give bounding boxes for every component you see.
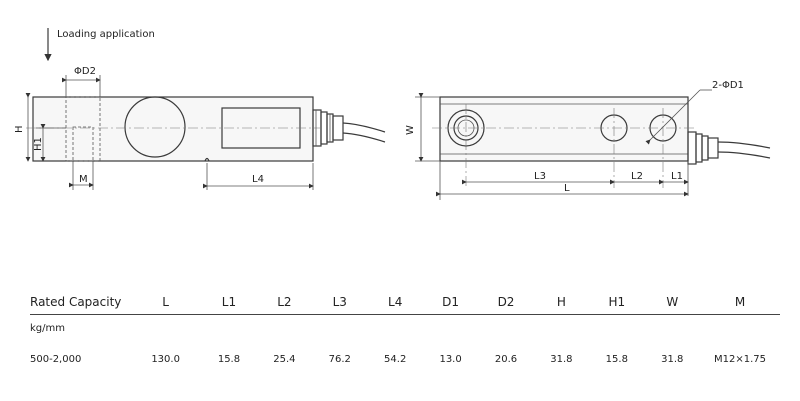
dim-label-l: L bbox=[564, 183, 570, 194]
spec-table-header: Rated Capacity L L1 L2 L3 L4 D1 D2 H H1 … bbox=[30, 290, 780, 315]
header-d2: D2 bbox=[478, 290, 534, 315]
unit-row: kg/mm bbox=[30, 315, 780, 342]
cell-l2: 25.4 bbox=[273, 353, 296, 365]
dim-label-l1: L1 bbox=[671, 171, 683, 182]
cable bbox=[342, 122, 386, 133]
header-h: H bbox=[533, 290, 590, 315]
cell-d1: 13.0 bbox=[439, 353, 462, 365]
cell-capacity: 500-2,000 bbox=[30, 353, 82, 365]
dim-label-l4: L4 bbox=[252, 174, 264, 185]
cell-m: M12×1.75 bbox=[714, 353, 766, 365]
cell-l: 130.0 bbox=[151, 353, 180, 365]
dim-label-2d1: 2-ΦD1 bbox=[712, 80, 744, 91]
header-l2: L2 bbox=[256, 290, 313, 315]
top-view bbox=[415, 89, 771, 200]
dim-label-h1: H1 bbox=[33, 137, 44, 151]
table-row: 500-2,000 130.0 15.8 25.4 76.2 54.2 13.0… bbox=[30, 341, 780, 377]
header-l4: L4 bbox=[367, 290, 423, 315]
cable-top bbox=[717, 141, 771, 149]
dim-label-w: W bbox=[405, 125, 416, 135]
dim-label-l2: L2 bbox=[631, 171, 643, 182]
header-l3: L3 bbox=[312, 290, 368, 315]
body-notch bbox=[204, 157, 210, 162]
threaded-hole bbox=[65, 96, 101, 162]
cell-h1: 15.8 bbox=[605, 353, 628, 365]
spec-table: Rated Capacity L L1 L2 L3 L4 D1 D2 H H1 … bbox=[30, 290, 780, 377]
header-w: W bbox=[644, 290, 700, 315]
loading-application-label: Loading application bbox=[57, 29, 155, 40]
cell-l3: 76.2 bbox=[328, 353, 351, 365]
cell-d2: 20.6 bbox=[494, 353, 518, 365]
cell-l1: 15.8 bbox=[217, 353, 241, 365]
header-l1: L1 bbox=[201, 290, 257, 315]
strain-pocket-circle bbox=[124, 96, 186, 158]
cell-l4: 54.2 bbox=[384, 353, 407, 365]
dim-label-m: M bbox=[79, 174, 88, 185]
dim-label-l3: L3 bbox=[534, 171, 546, 182]
header-d1: D1 bbox=[422, 290, 479, 315]
cable-gland bbox=[312, 109, 344, 147]
cell-w: 31.8 bbox=[661, 353, 684, 365]
technical-drawing: Loading application bbox=[14, 28, 771, 200]
header-m: M bbox=[700, 290, 780, 315]
cell-h: 31.8 bbox=[550, 353, 573, 365]
header-l: L bbox=[130, 290, 202, 315]
unit-label: kg/mm bbox=[30, 322, 65, 334]
dim-label-h: H bbox=[14, 125, 25, 133]
side-view bbox=[25, 75, 386, 190]
load-cell-top bbox=[439, 96, 689, 162]
dim-label-d2: ΦD2 bbox=[74, 66, 96, 77]
header-h1: H1 bbox=[589, 290, 645, 315]
header-rated-capacity: Rated Capacity bbox=[30, 290, 130, 315]
cable-gland-top bbox=[687, 131, 719, 165]
